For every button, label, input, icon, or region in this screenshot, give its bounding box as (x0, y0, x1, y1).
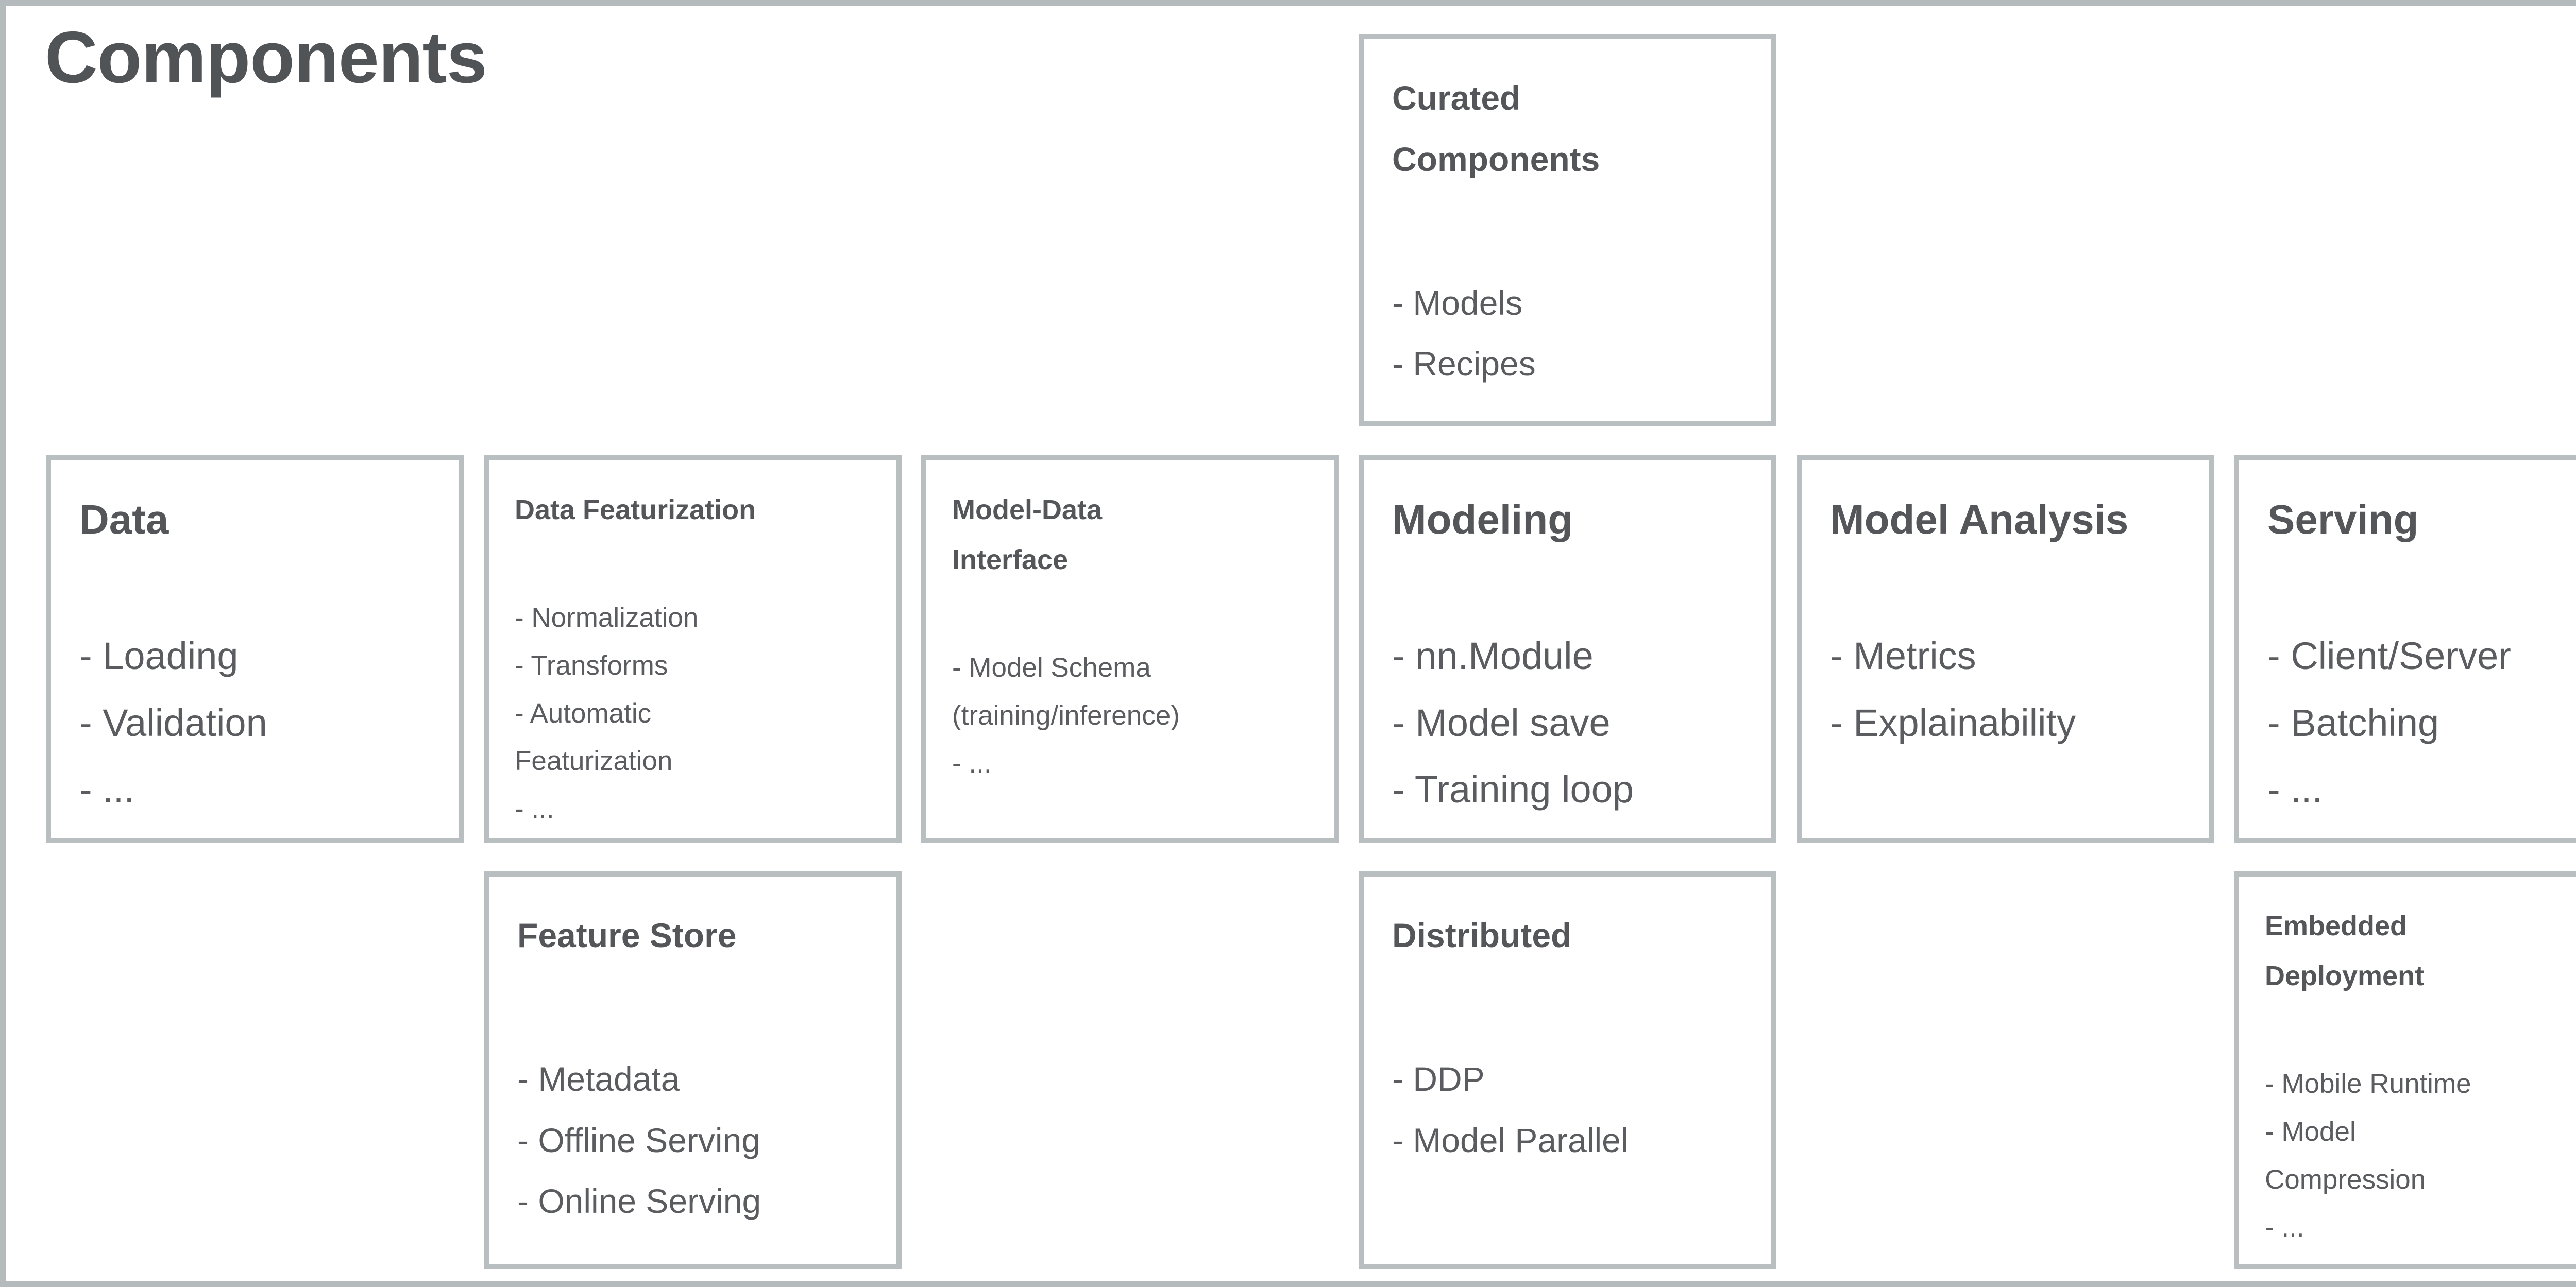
component-item: - DDP (1392, 1059, 1485, 1098)
component-box-curated-components: Curated Components - Models - Recipes (1359, 34, 1776, 426)
component-item: - Online Serving (517, 1182, 761, 1221)
component-box-embedded-deployment: Embedded Deployment - Mobile Runtime- Mo… (2234, 871, 2576, 1269)
component-item: - ... (2267, 768, 2323, 811)
page-title: Components (45, 16, 487, 98)
component-box-items: - nn.Module - Model save - Training loop (1392, 623, 1743, 823)
data-title: Data (79, 496, 169, 542)
modeling-title: Modeling (1392, 496, 1573, 542)
serving-title: Serving (2267, 496, 2419, 542)
component-box-items: - Loading - Validation - ... (79, 623, 430, 823)
component-item: - Transforms (515, 650, 668, 681)
component-item: - Metadata (517, 1059, 680, 1098)
component-item: - Validation (79, 701, 267, 744)
component-item: - Loading (79, 634, 239, 677)
component-item: - Client/Server (2267, 634, 2511, 677)
component-item: - Metrics (1830, 634, 1976, 677)
component-item: - Recipes (1392, 345, 1536, 383)
component-item: - Model save (1392, 701, 1611, 744)
model-data-interface-title: Model-Data Interface (952, 494, 1103, 576)
distributed-title: Distributed (1392, 916, 1572, 954)
component-item: - Training loop (1392, 768, 1634, 811)
component-item: - Mobile Runtime (2265, 1069, 2471, 1100)
component-box-items: - Metrics - Explainability (1830, 623, 2181, 756)
component-box-model-analysis: Model Analysis - Metrics - Explainability (1797, 455, 2214, 843)
component-box-data-featurization: Data Featurization - Normalization - Tran… (484, 455, 902, 843)
component-item: - Model Schema (training/inference) (952, 653, 1180, 731)
component-item: - Batching (2267, 701, 2439, 744)
component-box-serving: Serving - Client/Server - Batching - ... (2234, 455, 2576, 843)
component-box-model-data-interface: Model-Data Interface - Model Schema (tra… (921, 455, 1339, 843)
component-box-modeling: Modeling - nn.Module - Model save - Traini… (1359, 455, 1776, 843)
component-item: - Explainability (1830, 701, 2076, 744)
component-box-items: - Metadata - Offline Serving - Online Serv… (517, 1049, 868, 1232)
component-item: - nn.Module (1392, 634, 1594, 677)
component-box-items: - Mobile Runtime - Model Compression - ... (2265, 1060, 2576, 1251)
component-box-items: - DDP - Model Parallel (1392, 1049, 1743, 1171)
embedded-deployment-title: Embedded Deployment (2265, 911, 2425, 992)
component-item: - ... (952, 748, 992, 779)
component-item: - Offline Serving (517, 1121, 760, 1159)
data-featurization-title: Data Featurization (515, 494, 756, 525)
component-item: - ... (79, 768, 134, 811)
component-box-feature-store: Feature Store - Metadata - Offline Servin… (484, 871, 902, 1269)
feature-store-title: Feature Store (517, 916, 737, 954)
component-item: - ... (515, 794, 554, 825)
component-item: - ... (2265, 1212, 2304, 1243)
component-item: - Model Parallel (1392, 1121, 1629, 1159)
component-item: - Model Compression (2265, 1117, 2426, 1195)
component-box-items: - Client/Server - Batching - ... (2267, 623, 2576, 823)
component-item: - Automatic Featurization (515, 698, 673, 777)
curated-components-title: Curated Components (1392, 79, 1600, 178)
component-item: - Normalization (515, 603, 699, 633)
component-box-items: - Model Schema (training/inference) - ... (952, 644, 1308, 787)
component-box-items: - Models - Recipes (1392, 272, 1743, 395)
component-box-data: Data - Loading - Validation - ... (46, 455, 464, 843)
component-box-distributed: Distributed - DDP - Model Parallel (1359, 871, 1776, 1269)
model-analysis-title: Model Analysis (1830, 496, 2129, 542)
component-box-items: - Normalization - Transforms - Automatic F… (515, 594, 871, 833)
component-item: - Models (1392, 283, 1523, 322)
